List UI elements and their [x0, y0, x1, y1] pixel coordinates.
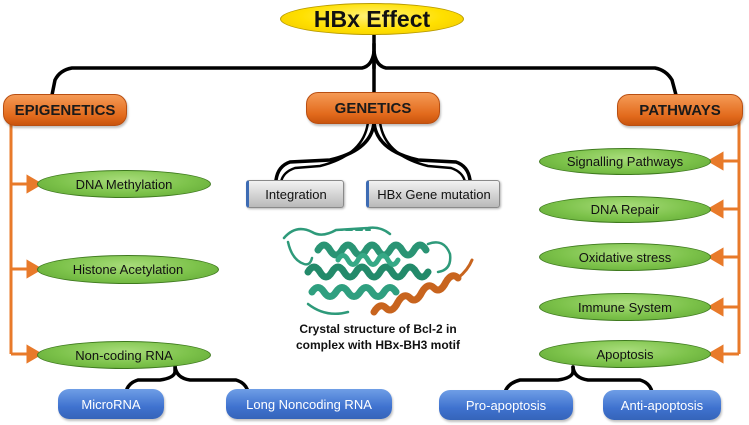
bcl2-protein-structure-image: [282, 226, 474, 316]
epigenetics-item-label: DNA Methylation: [75, 176, 173, 192]
pathway-item-label: Oxidative stress: [578, 249, 672, 265]
structure-caption-line1: Crystal structure of Bcl-2 in: [299, 322, 457, 336]
integration-box: Integration: [246, 180, 344, 208]
long-noncoding-rna-box: Long Noncoding RNA: [226, 389, 392, 419]
epigenetics-item-histone-acetylation: Histone Acetylation: [37, 255, 219, 284]
pathway-item-label: DNA Repair: [590, 202, 660, 217]
microrna-box: MicroRNA: [58, 389, 164, 419]
pathway-item-signalling-pathways: Signalling Pathways: [539, 148, 711, 175]
pro-apoptosis-box: Pro-apoptosis: [439, 390, 573, 420]
long-noncoding-rna-label: Long Noncoding RNA: [246, 396, 372, 412]
genetics-label: GENETICS: [334, 99, 412, 117]
pro-apoptosis-label: Pro-apoptosis: [465, 397, 547, 413]
pathway-item-immune-system: Immune System: [539, 293, 711, 321]
genetics-category: GENETICS: [306, 92, 440, 124]
pathway-item-label: Signalling Pathways: [566, 154, 684, 169]
epigenetics-item-label: Non-coding RNA: [75, 347, 173, 363]
anti-apoptosis-label: Anti-apoptosis: [620, 397, 704, 413]
structure-caption-line2: complex with HBx-BH3 motif: [295, 338, 460, 352]
hbx-gene-mutation-label: HBx Gene mutation: [377, 186, 491, 202]
anti-apoptosis-box: Anti-apoptosis: [603, 390, 721, 420]
pathway-item-apoptosis: Apoptosis: [539, 340, 711, 368]
pathway-item-label: Immune System: [578, 299, 672, 315]
title-ellipse: HBx Effect: [280, 3, 464, 35]
pathways-category: PATHWAYS: [617, 94, 743, 126]
pathway-item-dna-repair: DNA Repair: [539, 196, 711, 223]
pathways-label: PATHWAYS: [639, 101, 721, 119]
microrna-label: MicroRNA: [81, 396, 141, 412]
title-text: HBx Effect: [313, 5, 431, 32]
epigenetics-item-label: Histone Acetylation: [72, 262, 184, 277]
integration-label: Integration: [265, 186, 327, 202]
epigenetics-label: EPIGENETICS: [14, 101, 116, 119]
structure-caption: Crystal structure of Bcl-2 in complex wi…: [283, 321, 473, 353]
epigenetics-item-noncoding-rna: Non-coding RNA: [37, 341, 211, 369]
pathway-item-oxidative-stress: Oxidative stress: [539, 243, 711, 271]
pathway-item-label: Apoptosis: [596, 346, 654, 362]
epigenetics-item-dna-methylation: DNA Methylation: [37, 170, 211, 198]
epigenetics-category: EPIGENETICS: [3, 94, 127, 126]
hbx-gene-mutation-box: HBx Gene mutation: [366, 180, 500, 208]
